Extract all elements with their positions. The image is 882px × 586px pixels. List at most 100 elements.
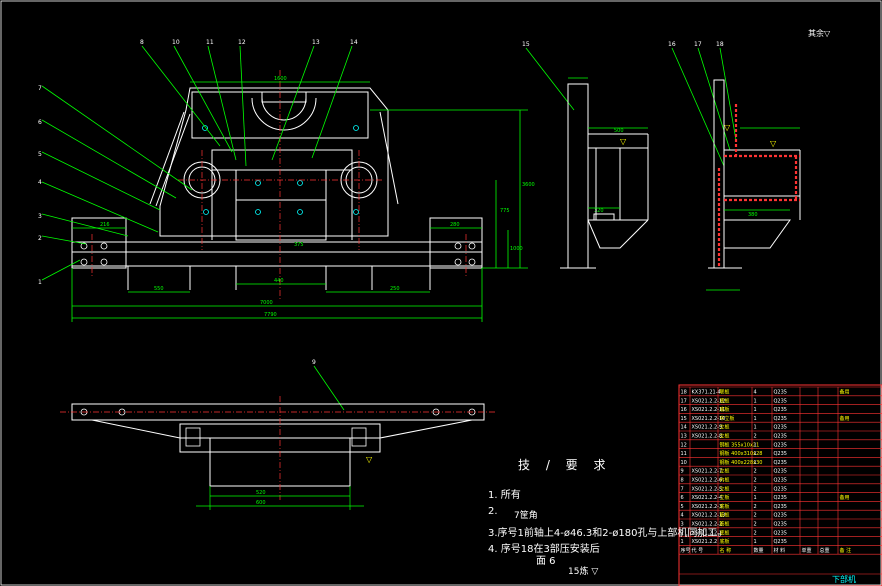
bom-cell: 底板 bbox=[720, 529, 730, 536]
bom-cell: 16 bbox=[681, 407, 687, 413]
bom-cell: 17 bbox=[681, 398, 687, 404]
bom-cell: 1 bbox=[754, 425, 757, 431]
bom-cell: 备用 bbox=[840, 415, 850, 422]
note-2: 2. bbox=[488, 506, 498, 517]
bom-cell: 底板 bbox=[720, 503, 730, 510]
bom-cell: Q235 bbox=[774, 486, 787, 492]
svg-text:▽: ▽ bbox=[366, 455, 373, 464]
bom-cell: 立板 bbox=[720, 494, 730, 501]
title-block-name: 下部机 bbox=[832, 574, 856, 584]
dim-550: 550 bbox=[154, 286, 164, 292]
bom-cell: Q235 bbox=[774, 513, 787, 519]
bom-cell: XS021.2.2-10 bbox=[692, 416, 726, 422]
bom-cell: Q235 bbox=[774, 390, 787, 396]
bom-cell: 立板 bbox=[720, 424, 730, 431]
bom-cell: 14 bbox=[681, 425, 687, 431]
svg-text:12: 12 bbox=[238, 39, 246, 46]
bom-cell: 4 bbox=[681, 513, 684, 519]
bom-cell: 1 bbox=[754, 451, 757, 457]
bom-cell: Q235 bbox=[774, 539, 787, 545]
svg-text:5: 5 bbox=[38, 151, 42, 158]
svg-text:1: 1 bbox=[38, 279, 42, 286]
bom-cell: Q235 bbox=[774, 469, 787, 475]
dim-280: 280 bbox=[450, 222, 460, 228]
dim-side-380: 380 bbox=[748, 212, 758, 218]
svg-text:6: 6 bbox=[38, 119, 42, 126]
svg-text:▽: ▽ bbox=[770, 139, 777, 148]
dim-375: 375 bbox=[294, 242, 304, 248]
bom-cell: 4 bbox=[754, 390, 757, 396]
bom-cell: Q235 bbox=[774, 425, 787, 431]
plan-dims bbox=[196, 486, 364, 510]
bom-cell: 1 bbox=[754, 398, 757, 404]
bom-cell: 立板 bbox=[720, 433, 730, 440]
dim-plan-600: 600 bbox=[256, 500, 266, 506]
dim-775: 775 bbox=[500, 208, 510, 214]
bom-cell: 2 bbox=[754, 486, 757, 492]
side-view bbox=[560, 83, 649, 269]
bom-header-cell: 材 料 bbox=[774, 547, 786, 554]
svg-text:10: 10 bbox=[172, 39, 180, 46]
bom-cell: 9 bbox=[681, 469, 684, 475]
bom-cell: 2 bbox=[754, 434, 757, 440]
bom-cell: Q235 bbox=[774, 416, 787, 422]
bom-cell: 13 bbox=[681, 434, 687, 440]
plan-center-lines bbox=[60, 396, 496, 500]
svg-text:8: 8 bbox=[140, 39, 144, 46]
bom-header-cell: 序号 bbox=[681, 547, 691, 554]
bom-cell: 2 bbox=[754, 522, 757, 528]
bom-cell: 1 bbox=[754, 460, 757, 466]
note-3: 3.序号1前轴上4-ø46.3和2-ø180孔与上部机同加工。 bbox=[488, 528, 728, 539]
bom-cell: XS021.2.2-9 bbox=[692, 425, 723, 431]
bom-cell: Q235 bbox=[774, 460, 787, 466]
center-lines bbox=[91, 70, 467, 300]
bom-cell: Q235 bbox=[774, 434, 787, 440]
svg-text:9: 9 bbox=[312, 359, 316, 366]
svg-text:▽: ▽ bbox=[620, 137, 627, 146]
bom-cell: 3 bbox=[681, 522, 684, 528]
bom-cell: Q235 bbox=[774, 504, 787, 510]
bom-cell: XS021.2.2-7 bbox=[692, 469, 723, 475]
bom-cell: 8 bbox=[681, 478, 684, 484]
dimension-lines bbox=[41, 45, 737, 411]
bom-cell: 1 bbox=[681, 539, 684, 545]
surface-finish-note: 其余▽ bbox=[808, 29, 831, 38]
bom-cell: 6 bbox=[681, 495, 684, 501]
svg-text:7: 7 bbox=[38, 85, 42, 92]
bom-cell: XS021.2.2-12 bbox=[692, 398, 726, 404]
dim-1000: 1000 bbox=[510, 246, 523, 252]
bom-cell: 12 bbox=[681, 442, 687, 448]
bom-cell: 7 bbox=[681, 486, 684, 492]
dim-base-total: 7790 bbox=[264, 312, 277, 318]
dim-base-inner: 7000 bbox=[260, 300, 273, 306]
bom-cell: XS021.2.2-5 bbox=[692, 486, 723, 492]
bom-cell: 备用 bbox=[840, 494, 850, 501]
bom-cell: Q235 bbox=[774, 407, 787, 413]
bom-cell: 立板 bbox=[720, 485, 730, 492]
bom-header-cell: 总重 bbox=[820, 547, 830, 554]
bom-cell: XS021.2.2-4 bbox=[692, 495, 723, 501]
bom-cell: 2 bbox=[754, 478, 757, 484]
svg-text:14: 14 bbox=[350, 39, 358, 46]
bom-cell: Q235 bbox=[774, 442, 787, 448]
section-view bbox=[708, 79, 801, 269]
bom-cell: 钢板 400x310x28 bbox=[720, 450, 763, 457]
bom-cell: 1 bbox=[754, 416, 757, 422]
bom-cell: 底板 bbox=[720, 397, 730, 404]
svg-text:▽: ▽ bbox=[724, 123, 731, 132]
dimension-texts: 1600 7790 7000 216 440 550 250 280 375 7… bbox=[100, 76, 758, 506]
bom-cell: XS021.2.2-2 bbox=[692, 522, 723, 528]
bom-cell: XS021.2.2-11 bbox=[692, 407, 726, 413]
dim-216: 216 bbox=[100, 222, 110, 228]
svg-text:16: 16 bbox=[668, 41, 676, 48]
svg-text:13: 13 bbox=[312, 39, 320, 46]
bom-cell: 1 bbox=[754, 539, 757, 545]
section-view-dims bbox=[706, 127, 800, 291]
bom-cell: 1 bbox=[754, 495, 757, 501]
bom-header-cell: 名 称 bbox=[720, 547, 732, 554]
bom-cell: Q235 bbox=[774, 398, 787, 404]
bom-cell: XS021.2.2-13 bbox=[692, 513, 726, 519]
